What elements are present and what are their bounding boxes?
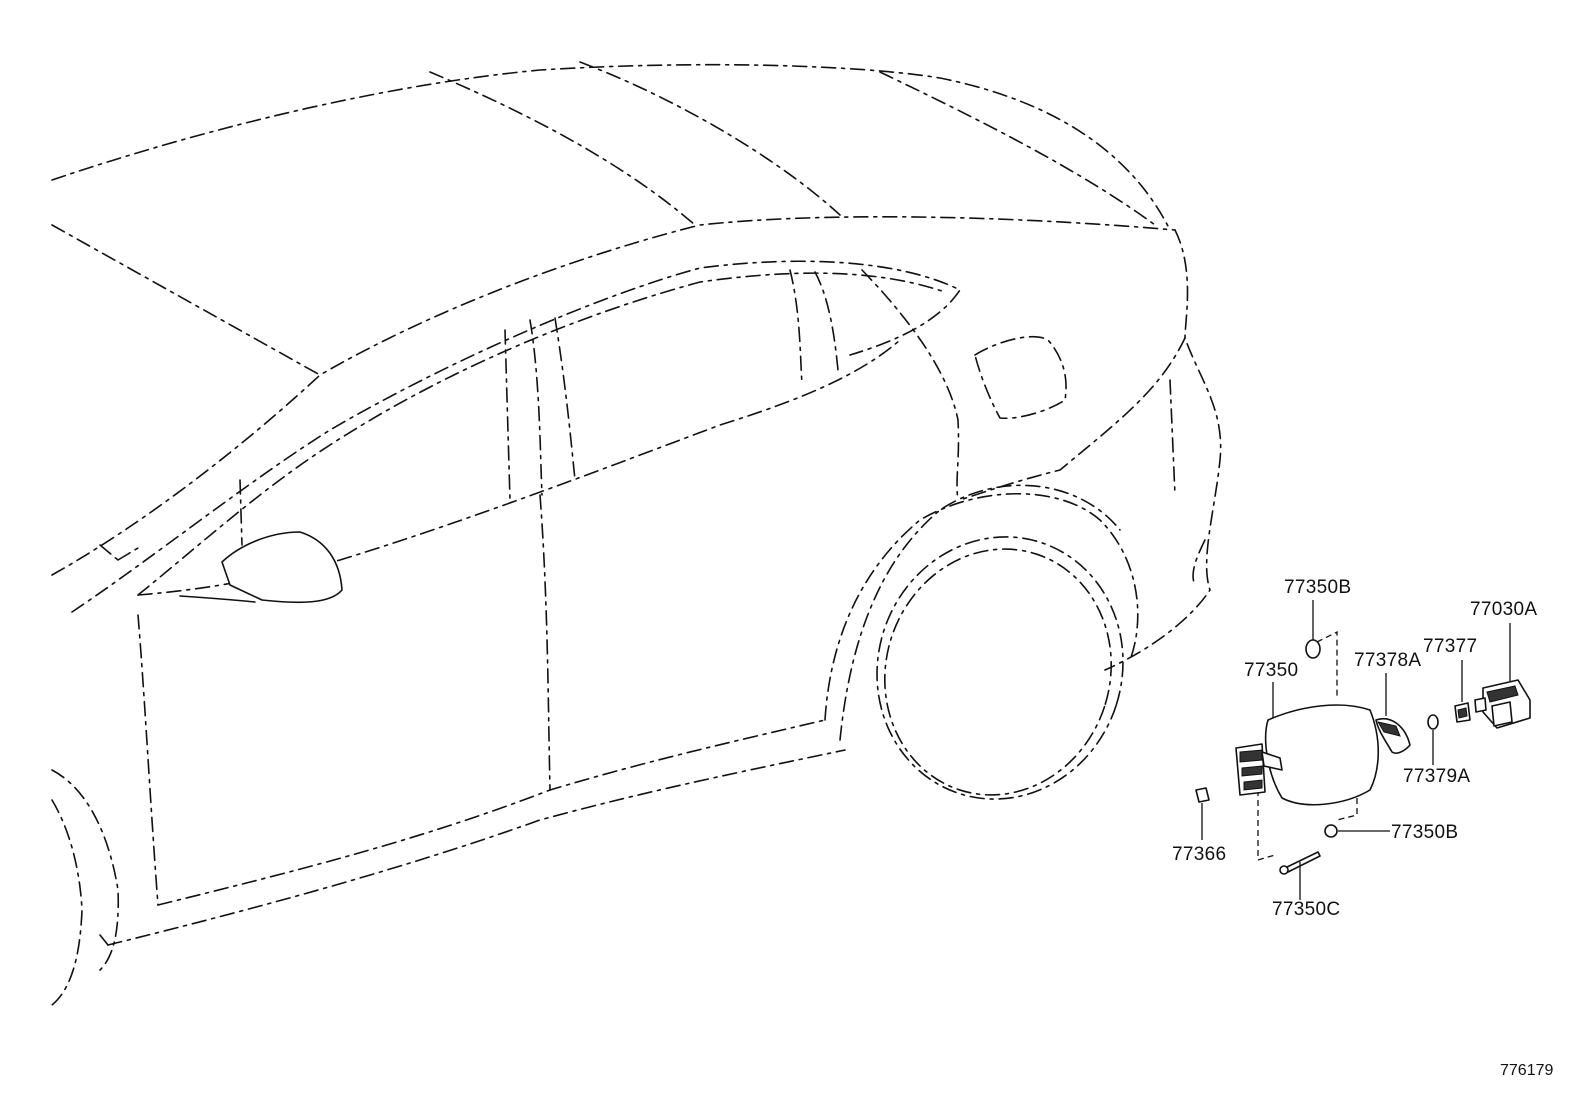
fuel-lid-part (1235, 682, 1380, 806)
lid-stopper-part (1195, 787, 1210, 840)
hinge-pin-part (1279, 851, 1321, 900)
lid-bumper-part (1427, 714, 1439, 765)
callout-labels: 77350B 77350 77378A 77377 77030A 77379A … (1172, 577, 1553, 1079)
fuel-lid-parts (1195, 600, 1531, 900)
label-opener-lock: 77030A (1470, 599, 1537, 620)
label-fuel-lid-spring: 77378A (1354, 650, 1421, 671)
hinge-clip-lower-part (1324, 824, 1390, 838)
label-fuel-lid: 77350 (1244, 660, 1298, 681)
fuel-lid-spring-part (1375, 673, 1411, 754)
vehicle-body-outline (51, 61, 1222, 1006)
hinge-clip-upper-part (1305, 600, 1321, 659)
label-hinge-clip-lower: 77350B (1391, 822, 1458, 843)
label-hinge-pin: 77350C (1272, 899, 1340, 920)
side-mirror (221, 531, 343, 604)
opener-lock-part (1474, 623, 1531, 729)
label-lid-guide: 77377 (1423, 636, 1477, 657)
figure-reference-number: 776179 (1500, 1062, 1553, 1079)
label-lid-bumper: 77379A (1403, 766, 1470, 787)
label-lid-stopper: 77366 (1172, 844, 1226, 865)
lid-guide-part (1454, 660, 1471, 723)
label-hinge-clip-upper: 77350B (1284, 577, 1351, 598)
